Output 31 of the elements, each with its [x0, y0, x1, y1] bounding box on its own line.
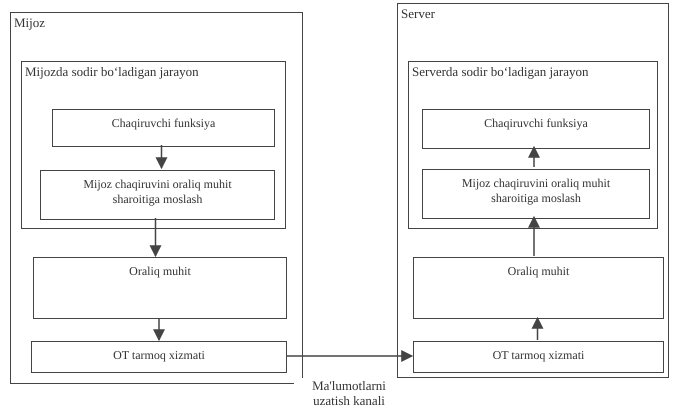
arrow [150, 218, 162, 258]
box-label: Oraliq muhit [129, 264, 191, 279]
group-title: Mijozda sodir bo‘ladigan jarayon [25, 64, 199, 80]
box-label: Chaqiruvchi funksiya [484, 116, 588, 131]
process-box [422, 109, 650, 149]
box-label: Chaqiruvchi funksiya [112, 116, 216, 131]
group-title: Server [401, 6, 435, 22]
box-label: OT tarmoq xizmati [492, 348, 584, 363]
group-box [408, 61, 658, 229]
group-box [10, 12, 303, 384]
process-box [413, 341, 664, 373]
group-box [21, 61, 286, 229]
process-box [422, 169, 650, 219]
process-box [52, 109, 275, 147]
process-box [33, 257, 287, 319]
arrow [528, 146, 540, 167]
arrow [153, 318, 165, 342]
box-label: Oraliq muhit [508, 264, 570, 279]
arrow [532, 316, 544, 340]
box-label: Mijoz chaqiruvini oraliq muhit sharoitiga moslash [82, 177, 233, 207]
arrow [528, 216, 540, 256]
box-label: OT tarmoq xizmati [113, 348, 205, 363]
group-box [397, 3, 669, 378]
group-title: Serverda sodir bo‘ladigan jarayon [412, 64, 589, 80]
process-box [31, 341, 287, 373]
arrow [156, 145, 168, 170]
process-box [40, 170, 275, 220]
group-title: Mijoz [14, 15, 46, 31]
box-label: Mijoz chaqiruvini oraliq muhit sharoitiga moslash [460, 176, 612, 206]
arrow [286, 350, 414, 362]
process-box [413, 257, 664, 319]
